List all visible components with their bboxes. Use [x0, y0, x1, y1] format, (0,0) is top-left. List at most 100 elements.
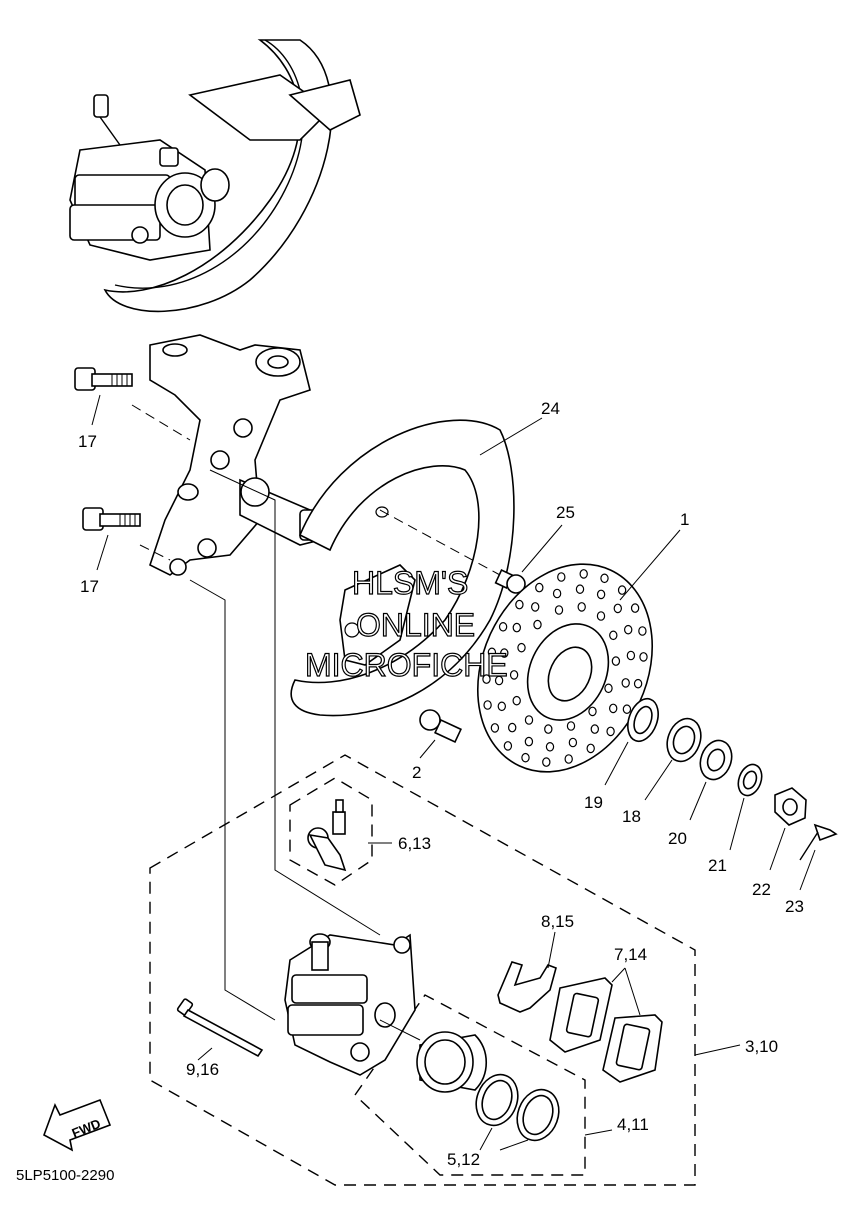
piston-illustration — [416, 1031, 487, 1093]
washer-19-illustration — [627, 697, 659, 743]
callout-leaders — [91, 394, 816, 1151]
disc-hole — [566, 721, 576, 731]
watermark-line-3: MICROFICHE — [305, 647, 508, 683]
callout-17-lower: 17 — [80, 577, 99, 596]
disc-hole — [609, 630, 618, 641]
disc-hole — [515, 599, 524, 610]
disc-hole — [611, 656, 621, 666]
disc-hole — [600, 573, 609, 584]
disc-hole — [557, 572, 566, 582]
disc-hole — [524, 736, 534, 747]
disc-hole — [622, 704, 632, 714]
pad-spring-8-15-illustration — [497, 961, 557, 1013]
disc-hole — [500, 648, 509, 658]
disc-hole — [624, 624, 633, 635]
screw-25-illustration — [379, 509, 526, 594]
disc-hole — [617, 585, 627, 595]
disc-hole — [490, 723, 500, 733]
disc-hole — [498, 621, 508, 632]
disc-hole — [483, 700, 492, 710]
callout-8-15: 8,15 — [541, 912, 574, 931]
disc-hole — [533, 619, 542, 630]
disc-hole — [544, 724, 553, 734]
disc-hole — [590, 724, 600, 734]
callout-9-16: 9,16 — [186, 1060, 219, 1079]
washer-21-illustration — [737, 763, 763, 797]
bolt-17-upper-illustration — [74, 367, 191, 441]
caliper-assembly-3-10-outline — [149, 754, 696, 1186]
disc-guard-24-illustration — [290, 419, 515, 717]
callout-4-11: 4,11 — [617, 1115, 649, 1134]
disc-hole — [579, 569, 588, 579]
disc-hole — [487, 647, 497, 658]
disc-hole — [503, 741, 513, 751]
watermark: HLSM'S ONLINE MICROFICHE — [304, 564, 508, 683]
disc-hole — [596, 589, 606, 600]
bearing-18-illustration — [666, 717, 702, 763]
callout-17-upper: 17 — [78, 432, 97, 451]
steering-knuckle-illustration — [149, 334, 331, 576]
disc-hole — [609, 703, 618, 714]
disc-hole — [554, 605, 564, 615]
disc-hole — [564, 754, 573, 764]
disc-hole — [497, 701, 506, 712]
disc-hole — [508, 722, 517, 733]
disc-hole — [521, 752, 530, 763]
disc-hole — [494, 675, 504, 686]
disc-hole — [588, 706, 597, 717]
watermark-line-2: ONLINE — [356, 607, 475, 643]
disc-hole — [545, 741, 555, 752]
callout-21: 21 — [708, 856, 727, 875]
disc-hole — [577, 602, 586, 612]
callout-24: 24 — [541, 399, 560, 418]
bleed-screw-6-13-illustration — [307, 799, 347, 872]
disc-hole — [535, 582, 544, 593]
disc-hole — [524, 715, 534, 725]
disc-hole — [542, 757, 551, 767]
disc-hole — [626, 650, 636, 661]
disc-hole — [639, 652, 648, 662]
callout-5-12: 5,12 — [447, 1150, 480, 1169]
callout-23: 23 — [785, 897, 804, 916]
disc-hole — [633, 678, 643, 689]
disc-hole — [512, 622, 522, 633]
disc-hole — [482, 674, 491, 684]
callout-3-10: 3,10 — [745, 1037, 778, 1056]
piston-seal-5-12-illustration — [475, 1073, 560, 1142]
disc-hole — [568, 737, 578, 748]
callout-20: 20 — [668, 829, 687, 848]
callout-7-14: 7,14 — [614, 945, 647, 964]
bolt-2-illustration — [419, 709, 462, 744]
disc-hole — [586, 743, 595, 754]
diagram-code: 5LP5100-2290 — [16, 1167, 114, 1184]
callout-labels: 1 2 3,10 4,11 5,12 6,13 7,14 8,15 9,16 1… — [78, 399, 804, 1169]
disc-hole — [596, 611, 606, 621]
disc-hole — [604, 683, 613, 694]
disc-hole — [517, 642, 526, 653]
watermark-line-1: HLSM'S — [352, 565, 468, 601]
disc-hole — [575, 584, 585, 594]
callout-25: 25 — [556, 503, 575, 522]
disc-hole — [531, 602, 540, 612]
disc-hole — [509, 670, 519, 680]
slide-pin-9-16-illustration — [176, 998, 264, 1058]
callout-2: 2 — [412, 763, 421, 782]
bleed-screw-6-13-outline — [289, 777, 373, 886]
brake-pad-7-14-illustration — [549, 977, 663, 1083]
caliper-body-illustration — [284, 933, 421, 1076]
callout-22: 22 — [752, 880, 771, 899]
callout-19: 19 — [584, 793, 603, 812]
disc-hole — [630, 603, 640, 613]
collar-20-illustration — [699, 739, 733, 781]
forward-arrow-icon: FWD — [43, 1098, 112, 1152]
disc-hole — [552, 588, 562, 599]
disc-hole — [621, 678, 630, 688]
callout-6-13: 6,13 — [398, 834, 431, 853]
castle-nut-22-illustration — [774, 787, 807, 826]
bolt-17-lower-illustration — [82, 507, 171, 561]
callout-1: 1 — [680, 510, 689, 529]
cotter-pin-23-illustration — [799, 823, 838, 861]
disc-hole — [512, 695, 521, 706]
assembled-view-illustration — [69, 39, 361, 313]
